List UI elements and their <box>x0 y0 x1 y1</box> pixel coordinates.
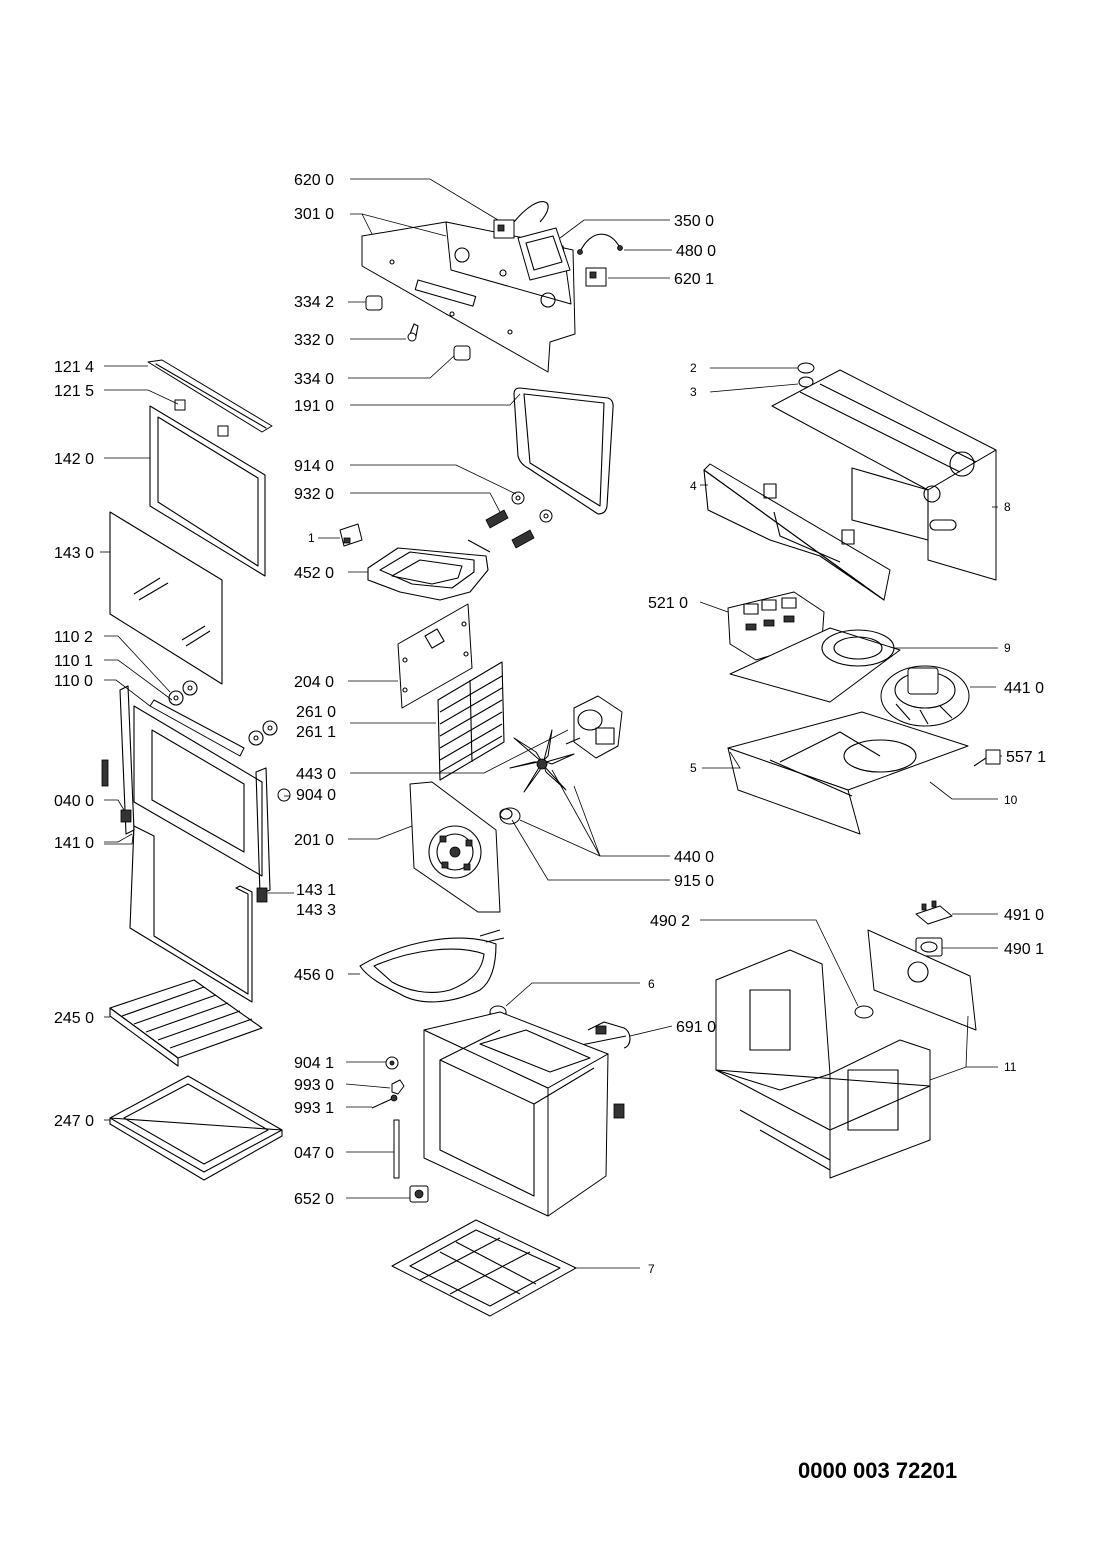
label-110-0: 110 0 <box>54 673 93 690</box>
switch-part <box>493 201 549 239</box>
cable-part <box>577 233 623 255</box>
door-top-bar-part <box>147 359 273 437</box>
fastener-parts <box>485 491 553 549</box>
label-490-1: 490 1 <box>1004 941 1044 958</box>
label-7: 7 <box>648 1262 655 1276</box>
label-993-0: 993 0 <box>294 1077 334 1094</box>
label-993-1: 993 1 <box>294 1100 334 1117</box>
small-hardware-parts <box>371 1056 429 1203</box>
label-440-0: 440 0 <box>674 849 714 866</box>
label-121-5: 121 5 <box>54 383 94 400</box>
label-441-0: 441 0 <box>1004 680 1044 697</box>
part-labels: 620 0 301 0 350 0 480 0 620 1 334 2 332 … <box>54 172 1046 1276</box>
side-rails-part <box>437 661 505 781</box>
cooling-fan-part <box>880 665 970 727</box>
label-557-1: 557 1 <box>1006 749 1046 766</box>
label-490-2: 490 2 <box>650 913 690 930</box>
bottom-cover-part <box>391 1219 577 1317</box>
back-panel-part <box>397 603 473 709</box>
label-332-0: 332 0 <box>294 332 334 349</box>
leader-lines <box>100 178 1002 1269</box>
clip-part <box>339 523 363 547</box>
label-491-0: 491 0 <box>1004 907 1044 924</box>
label-5: 5 <box>690 761 697 775</box>
label-932-0: 932 0 <box>294 486 334 503</box>
sensor-part <box>575 1021 631 1049</box>
wire-rack-part <box>109 979 263 1067</box>
knob-part <box>365 295 471 361</box>
label-334-2: 334 2 <box>294 294 334 311</box>
label-142-0: 142 0 <box>54 451 94 468</box>
fan-blade-part <box>509 729 575 793</box>
label-261-0: 261 0 <box>296 704 336 721</box>
label-456-0: 456 0 <box>294 967 334 984</box>
label-915-0: 915 0 <box>674 873 714 890</box>
display-module-part <box>517 227 571 281</box>
oven-cavity-part <box>423 1011 625 1217</box>
terminal-block-part <box>915 900 953 957</box>
inner-door-frame-part <box>101 685 291 895</box>
label-521-0: 521 0 <box>648 595 688 612</box>
label-191-0: 191 0 <box>294 398 334 415</box>
label-443-0: 443 0 <box>296 766 336 783</box>
label-047-0: 047 0 <box>294 1145 334 1162</box>
connector-part <box>973 749 1001 767</box>
label-110-1: 110 1 <box>54 653 93 670</box>
label-301-0: 301 0 <box>294 206 334 223</box>
label-201-0: 201 0 <box>294 832 334 849</box>
label-480-0: 480 0 <box>676 243 716 260</box>
label-110-2: 110 2 <box>54 629 93 646</box>
label-620-1: 620 1 <box>674 271 714 288</box>
label-620-0: 620 0 <box>294 172 334 189</box>
fan-cover-part <box>409 781 501 913</box>
label-8: 8 <box>1004 500 1011 514</box>
fan-motor-part <box>565 695 623 759</box>
label-2: 2 <box>690 361 697 375</box>
inner-glass-part <box>109 511 223 685</box>
top-panel-part <box>771 362 997 581</box>
label-904-1: 904 1 <box>294 1055 334 1072</box>
label-261-1: 261 1 <box>296 724 336 741</box>
label-6: 6 <box>648 977 655 991</box>
base-plate-part <box>727 711 969 835</box>
bottom-element-part <box>359 929 505 1003</box>
grill-element-part <box>367 539 491 601</box>
label-247-0: 247 0 <box>54 1113 94 1130</box>
bush-part <box>499 807 521 825</box>
outer-casing-part <box>715 929 977 1179</box>
label-10: 10 <box>1004 793 1018 807</box>
label-914-0: 914 0 <box>294 458 334 475</box>
label-141-0: 141 0 <box>54 835 94 852</box>
label-4: 4 <box>690 479 697 493</box>
door-gasket-part <box>513 387 614 515</box>
baking-tray-part <box>109 1075 283 1181</box>
label-691-0: 691 0 <box>676 1019 716 1036</box>
washer-parts <box>168 680 278 746</box>
label-040-0: 040 0 <box>54 793 94 810</box>
label-143-1: 143 1 <box>296 882 336 899</box>
parts-drawings <box>101 201 1001 1317</box>
label-143-3: 143 3 <box>296 902 336 919</box>
door-seal-part <box>129 825 268 1003</box>
label-3: 3 <box>690 385 697 399</box>
document-number: 0000 003 72201 <box>798 1458 958 1483</box>
switch-part-2 <box>585 267 607 287</box>
label-121-4: 121 4 <box>54 359 94 376</box>
label-1: 1 <box>308 531 315 545</box>
label-143-0: 143 0 <box>54 545 94 562</box>
label-350-0: 350 0 <box>674 213 714 230</box>
label-9: 9 <box>1004 641 1011 655</box>
label-904-0: 904 0 <box>296 787 336 804</box>
outer-glass-part <box>149 405 266 577</box>
label-245-0: 245 0 <box>54 1010 94 1027</box>
label-452-0: 452 0 <box>294 565 334 582</box>
label-652-0: 652 0 <box>294 1191 334 1208</box>
label-204-0: 204 0 <box>294 674 334 691</box>
support-rail-part <box>703 463 891 601</box>
label-11: 11 <box>1004 1060 1017 1074</box>
fan-housing-plate-part <box>729 627 901 703</box>
label-334-0: 334 0 <box>294 371 334 388</box>
